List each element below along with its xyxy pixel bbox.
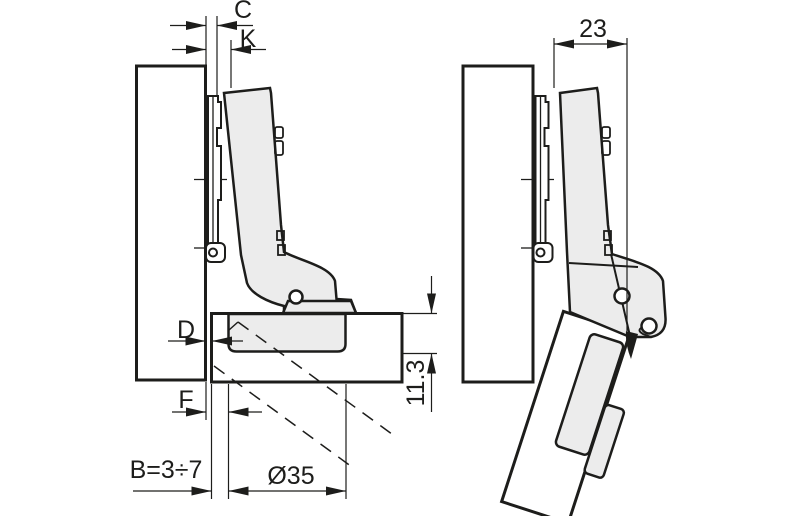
dim-label-23: 23	[579, 15, 607, 43]
dim-f	[172, 382, 262, 499]
dim-cup-depth	[403, 276, 437, 412]
section-dashed-line	[213, 365, 353, 468]
hinge-cup-right	[554, 333, 625, 456]
cup-flange-left	[281, 299, 358, 315]
pivot-screw-left	[288, 289, 304, 305]
hinge-arm-right	[558, 86, 667, 339]
left-view	[135, 64, 404, 468]
dim-label-d: D	[176, 316, 196, 344]
plate-screw-hole	[535, 247, 546, 258]
mounting-plate-right	[534, 95, 550, 259]
dim-label-cup-diameter: Ø35	[267, 462, 315, 490]
plate-screw-hole	[208, 247, 218, 258]
dim-d	[168, 336, 243, 346]
arm-clip-tab	[601, 140, 611, 156]
dimension-linework	[133, 16, 628, 499]
arm-slot	[277, 244, 286, 256]
mounting-plate-left	[207, 95, 222, 259]
hinge-cup-left	[227, 312, 347, 353]
arm-slot	[276, 230, 285, 241]
arm-slot	[604, 244, 613, 256]
pivot-link-hole	[613, 287, 631, 305]
arm-slot	[603, 230, 612, 241]
pivot-link-hole	[640, 317, 658, 335]
dim-c	[170, 16, 253, 96]
dim-b	[133, 486, 212, 496]
door-gap-shadow	[625, 331, 638, 359]
dim-k	[172, 40, 266, 88]
section-mark	[228, 321, 239, 331]
dim-23	[553, 38, 628, 331]
arm-clip-tab	[601, 126, 611, 139]
dim-label-k: K	[239, 25, 257, 53]
section-dashed-line	[237, 321, 397, 438]
arm-clip-tab	[274, 140, 284, 156]
dim-label-f: F	[178, 386, 194, 414]
cabinet-panel-left	[135, 64, 207, 382]
dim-cup-diameter	[228, 384, 347, 499]
dim-label-cup-depth: 11.3	[402, 359, 430, 407]
right-view	[461, 64, 667, 516]
arm-clip-tab	[274, 126, 284, 139]
dim-label-c: C	[233, 0, 253, 24]
dim-label-drilling-distance: B=3÷7	[129, 456, 203, 484]
cup-flange-edge	[583, 403, 626, 479]
door-open-group	[499, 309, 632, 516]
cabinet-panel-right	[461, 64, 535, 384]
hinge-arm-left	[222, 86, 358, 315]
